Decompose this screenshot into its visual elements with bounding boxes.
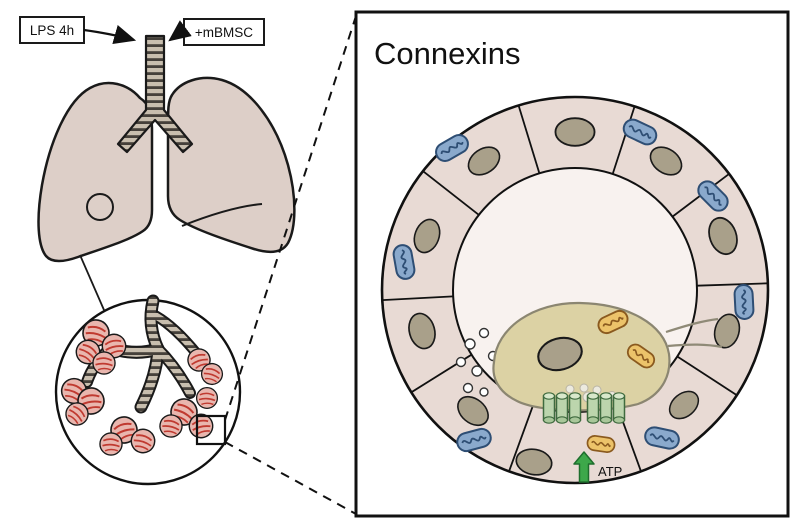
zoom-square (195, 414, 227, 446)
trachea (116, 34, 194, 154)
lps-annotation: LPS 4h (19, 16, 137, 45)
nanotube-lines (665, 317, 723, 349)
mbmsc-annotation: +mBMSC (168, 18, 265, 46)
mbmsc-label: +mBMSC (195, 25, 253, 40)
mbmsc-arrow (168, 20, 192, 42)
dashed-connectors (224, 15, 357, 515)
nucleus (554, 117, 596, 147)
connexin-channel (568, 392, 582, 424)
right-lung (166, 76, 296, 254)
panel-title: Connexins (374, 36, 520, 71)
alveoli-magnifier (54, 294, 242, 486)
lung-region-circle (86, 193, 114, 221)
connexin-channel (612, 392, 626, 424)
alveolus-cross-section: ATP (380, 95, 770, 485)
lps-label-box (19, 16, 85, 44)
connexin-channel (586, 392, 600, 424)
atp-label: ATP (598, 464, 622, 479)
lps-label: LPS 4h (30, 23, 74, 38)
lps-arrow (83, 25, 137, 45)
connexin-channel (542, 392, 556, 424)
left-lung (37, 81, 154, 263)
mbmsc-label-box (183, 18, 265, 46)
stem-cell (492, 301, 671, 412)
atp-arrow (573, 451, 595, 483)
connexin-channel (599, 392, 613, 424)
mitochondrion-blue (733, 283, 755, 321)
connexins-panel: Connexins (354, 10, 790, 518)
vesicles (455, 327, 499, 397)
lung-fissure-line (181, 203, 263, 227)
connexin-channel (555, 392, 569, 424)
lung-to-magnifier-line (79, 254, 105, 311)
lungs-illustration (37, 34, 296, 311)
